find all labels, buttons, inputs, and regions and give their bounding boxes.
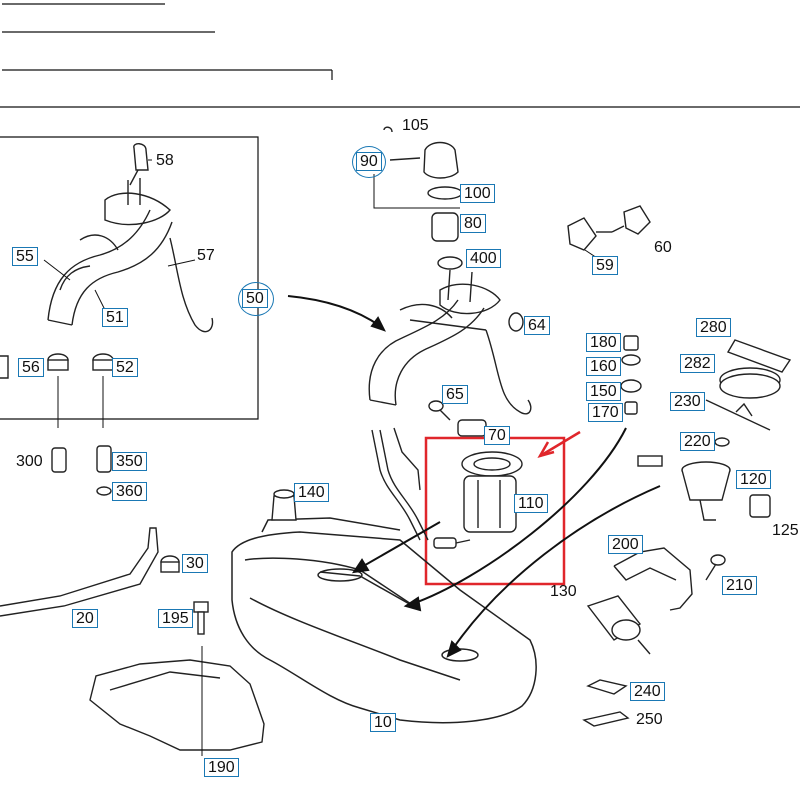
heat-shield-drawing [89, 659, 265, 751]
part-label-120[interactable]: 120 [736, 470, 771, 489]
bumpstop-140-drawing [271, 489, 297, 521]
header-lines [0, 3, 800, 108]
clip-58-drawing [129, 143, 149, 186]
part-label-300[interactable]: 300 [16, 453, 43, 470]
oring-220 [714, 437, 730, 447]
part-label-64[interactable]: 64 [524, 316, 550, 335]
seal-ring-drawing [719, 339, 792, 399]
clip-64-drawing [508, 312, 524, 332]
part-label-60[interactable]: 60 [654, 239, 672, 256]
center-neck-drawing [368, 269, 532, 415]
part-label-240[interactable]: 240 [630, 682, 665, 701]
part-label-55[interactable]: 55 [12, 247, 38, 266]
part-label-56[interactable]: 56 [18, 358, 44, 377]
part-label-350[interactable]: 350 [112, 452, 147, 471]
part-label-170[interactable]: 170 [588, 403, 623, 422]
callout-ring-90 [352, 146, 386, 178]
inset-frame [0, 136, 259, 420]
sleeves-drawing [51, 445, 112, 496]
fuel-pump-110-drawing [433, 451, 523, 549]
tank-arrows [351, 427, 661, 658]
part-label-20[interactable]: 20 [72, 609, 98, 628]
part-label-52[interactable]: 52 [112, 358, 138, 377]
inset-leaders [43, 159, 196, 428]
part-label-80[interactable]: 80 [460, 214, 486, 233]
sender-120-drawing [637, 455, 771, 521]
part-label-51[interactable]: 51 [102, 308, 128, 327]
fuel-lines-drawing [371, 427, 429, 541]
bracket-20-drawing [0, 527, 159, 617]
part-label-210[interactable]: 210 [722, 576, 757, 595]
part-label-200[interactable]: 200 [608, 535, 643, 554]
part-label-65[interactable]: 65 [442, 385, 468, 404]
callout-ring-50 [238, 282, 274, 316]
part-label-90[interactable]: 90 [356, 152, 382, 171]
part-label-50[interactable]: 50 [242, 289, 268, 308]
sensor-230-drawing [705, 399, 771, 431]
arrow-50 [287, 295, 386, 332]
filler-neck-drawing [47, 178, 214, 333]
bolt-195-drawing [193, 601, 209, 635]
bolt-65-drawing [428, 400, 451, 421]
part-label-100[interactable]: 100 [460, 184, 495, 203]
part-label-59[interactable]: 59 [592, 256, 618, 275]
bolt-210-drawing [705, 554, 726, 581]
fuel-tank-drawing [231, 517, 537, 724]
part-label-125[interactable]: 125 [772, 522, 799, 539]
part-label-150[interactable]: 150 [586, 382, 621, 401]
part-label-360[interactable]: 360 [112, 482, 147, 501]
strap-200-drawing [613, 547, 693, 611]
part-label-282[interactable]: 282 [680, 354, 715, 373]
part-label-70[interactable]: 70 [484, 426, 510, 445]
filter-70-drawing [457, 419, 487, 437]
part-label-230[interactable]: 230 [670, 392, 705, 411]
part-label-110[interactable]: 110 [514, 494, 548, 513]
part-label-195[interactable]: 195 [158, 609, 193, 628]
clamps-drawing [0, 353, 114, 379]
part-label-180[interactable]: 180 [586, 333, 621, 352]
part-label-58[interactable]: 58 [156, 152, 174, 169]
part-label-400[interactable]: 400 [466, 249, 501, 268]
part-label-10[interactable]: 10 [370, 713, 396, 732]
part-label-105[interactable]: 105 [402, 117, 429, 134]
bracket-90 [373, 174, 460, 209]
part-label-57[interactable]: 57 [197, 247, 215, 264]
fuel-filter-drawing [586, 595, 651, 655]
pads-drawing [582, 679, 630, 727]
part-label-190[interactable]: 190 [204, 758, 239, 777]
nuts-drawing [620, 335, 642, 415]
part-label-250[interactable]: 250 [636, 711, 663, 728]
part-label-30[interactable]: 30 [182, 554, 208, 573]
part-label-130[interactable]: 130 [550, 583, 577, 600]
neck-parts-drawing [383, 126, 463, 270]
washer-30-drawing [160, 555, 180, 573]
part-label-220[interactable]: 220 [680, 432, 715, 451]
part-label-160[interactable]: 160 [586, 357, 621, 376]
clamps-59-60-drawing [567, 205, 651, 251]
part-label-280[interactable]: 280 [696, 318, 731, 337]
part-label-140[interactable]: 140 [294, 483, 329, 502]
